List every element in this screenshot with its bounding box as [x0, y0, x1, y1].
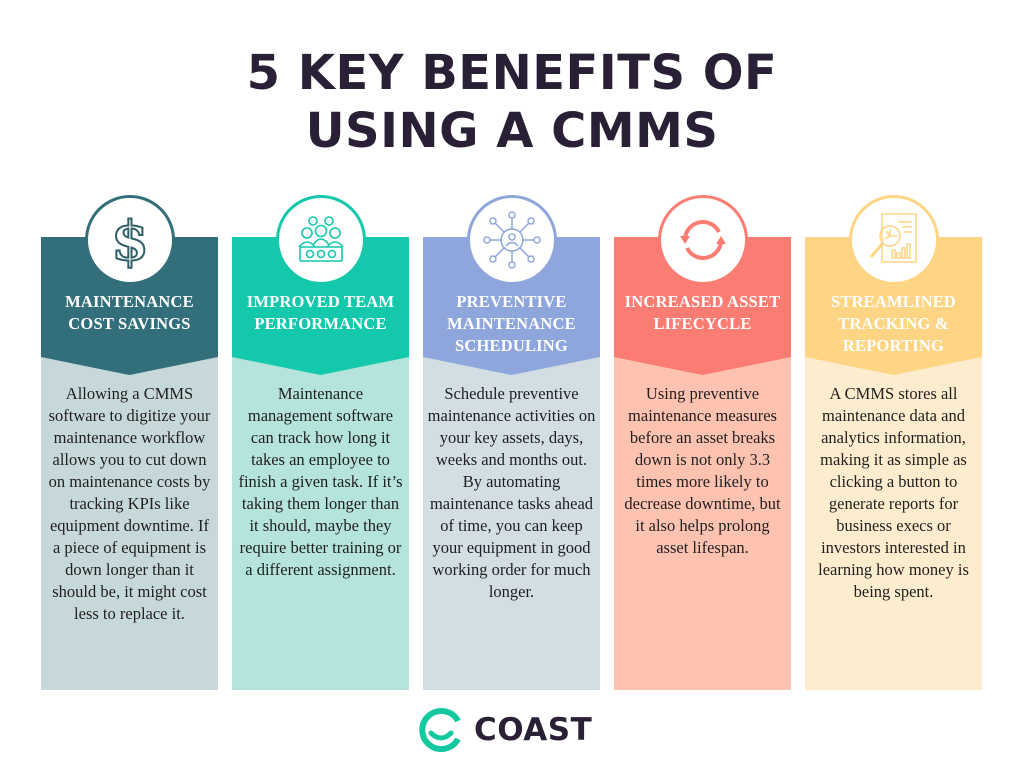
card-title: STREAMLINED TRACKING & REPORTING [830, 292, 957, 355]
card-text: Maintenance management software can trac… [238, 384, 403, 579]
title-line-1: 5 KEY BENEFITS OF [246, 45, 778, 101]
benefit-card-team-performance: IMPROVED TEAM PERFORMANCE Maintenance ma… [232, 195, 409, 690]
card-body [614, 357, 791, 690]
card-text: Allowing a CMMS software to digitize you… [48, 384, 211, 623]
network-person-icon [467, 195, 557, 285]
card-body [232, 357, 409, 690]
benefit-card-preventive-scheduling: PREVENTIVE MAINTENANCE SCHEDULING Schedu… [423, 195, 600, 690]
card-text: A CMMS stores all maintenance data and a… [818, 384, 969, 601]
svg-text:$: $ [111, 211, 149, 269]
card-text: Using preventive maintenance measures be… [624, 384, 781, 557]
benefit-card-asset-lifecycle: INCREASED ASSET LIFECYCLE Using preventi… [614, 195, 791, 690]
page-title: 5 KEY BENEFITS OF USING A CMMS [0, 44, 1024, 160]
card-body [423, 357, 600, 690]
card-body [805, 357, 982, 690]
title-line-2: USING A CMMS [305, 103, 719, 159]
benefit-card-tracking-reporting: STREAMLINED TRACKING & REPORTING A CMMS … [805, 195, 982, 690]
card-title: IMPROVED TEAM PERFORMANCE [246, 292, 395, 333]
report-magnifier-icon [849, 195, 939, 285]
dollar-sign-icon: $ [85, 195, 175, 285]
cycle-arrows-icon [658, 195, 748, 285]
logo-text: COAST [474, 712, 593, 748]
team-icon [276, 195, 366, 285]
card-title: PREVENTIVE MAINTENANCE SCHEDULING [447, 292, 576, 355]
benefit-card-cost-savings: $ MAINTENANCE COST SAVINGS Allowing a CM… [41, 195, 218, 690]
card-title: MAINTENANCE COST SAVINGS [65, 292, 194, 333]
coast-logo-icon [419, 708, 461, 752]
card-text: Schedule preventive maintenance activiti… [427, 384, 596, 601]
coast-logo: COAST [418, 708, 592, 752]
card-body [41, 357, 218, 690]
card-title: INCREASED ASSET LIFECYCLE [624, 292, 781, 333]
